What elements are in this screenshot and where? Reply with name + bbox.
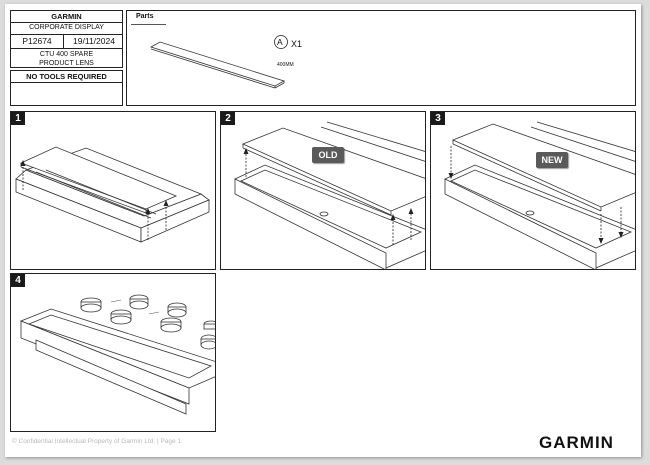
tools-note: NO TOOLS REQUIRED [26,72,107,81]
new-lens-tag: NEW [536,152,568,168]
legal-footer: © Confidential Intellectual Property of … [12,438,182,445]
parts-panel: Parts A X1 400MM [126,10,636,106]
info-block: GARMIN CORPORATE DISPLAY P12674 19/11/20… [10,10,123,68]
product-name: CTU 400 SPARE PRODUCT LENS [39,51,94,67]
display-label: CORPORATE DISPLAY [29,24,104,31]
old-lens-tag: OLD [312,147,344,163]
parts-title: Parts [136,13,154,20]
step-4-number: 4 [11,274,25,287]
product-code: P12674 [22,36,52,46]
step-1-number: 1 [11,112,25,125]
step-3-panel: 3 [430,111,636,270]
step-2-number: 2 [221,112,235,125]
step-4-panel: 4 [10,273,216,432]
step-2-panel: 2 [220,111,426,270]
part-quantity: X1 [291,39,303,49]
step-4-illustration [19,294,215,415]
part-letter: A [277,37,283,47]
step-1-illustration [15,146,210,243]
step-3-illustration [444,121,635,269]
part-dimension: 400MM [277,62,294,68]
brand-label: GARMIN [51,12,82,21]
step-2-illustration [234,121,425,269]
garmin-logo: GARMIN [539,433,614,452]
document-date: 19/11/2024 [73,36,115,46]
step-3-number: 3 [431,112,445,125]
lens-part-drawing [149,35,288,89]
product-pucks [80,294,215,350]
tools-block: NO TOOLS REQUIRED [10,70,123,106]
instruction-sheet: GARMIN CORPORATE DISPLAY P12674 19/11/20… [5,4,641,457]
step-1-panel: 1 [10,111,216,270]
